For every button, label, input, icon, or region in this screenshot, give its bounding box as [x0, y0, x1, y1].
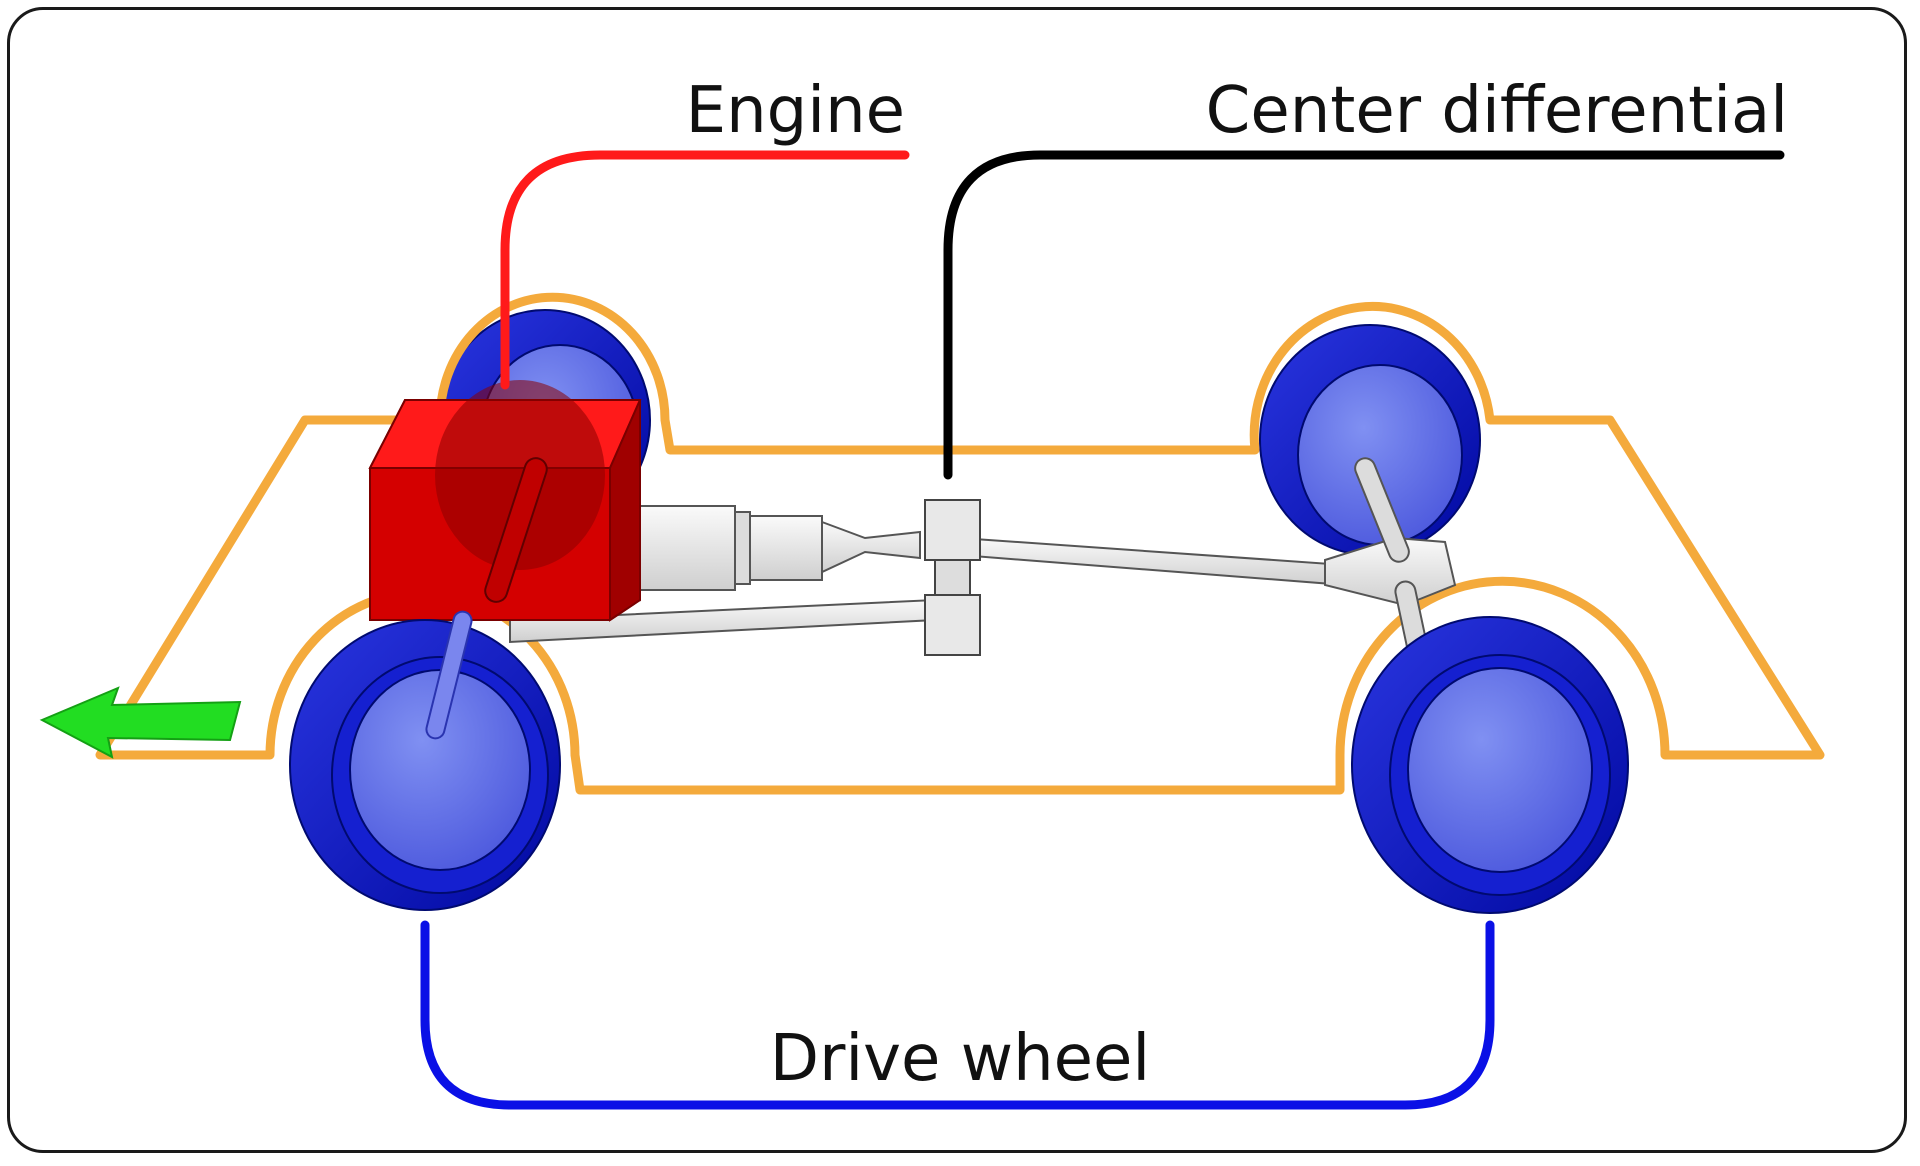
- center-differential: [924, 499, 981, 656]
- engine-block: [368, 380, 642, 622]
- center-differential-callout-line: [943, 150, 1785, 480]
- engine-label: Engine: [686, 74, 905, 148]
- front-left-wheel: [289, 610, 561, 911]
- engine-callout-line: [500, 150, 910, 390]
- front-right-wheel: [1351, 616, 1629, 914]
- rear-right-wheel: [1259, 324, 1481, 556]
- drive-wheel-label: Drive wheel: [770, 1022, 1150, 1096]
- arrow-left-icon: [39, 686, 242, 759]
- center-differential-label: Center differential: [1206, 74, 1788, 148]
- drive-wheel-callout-line: [420, 920, 1495, 1110]
